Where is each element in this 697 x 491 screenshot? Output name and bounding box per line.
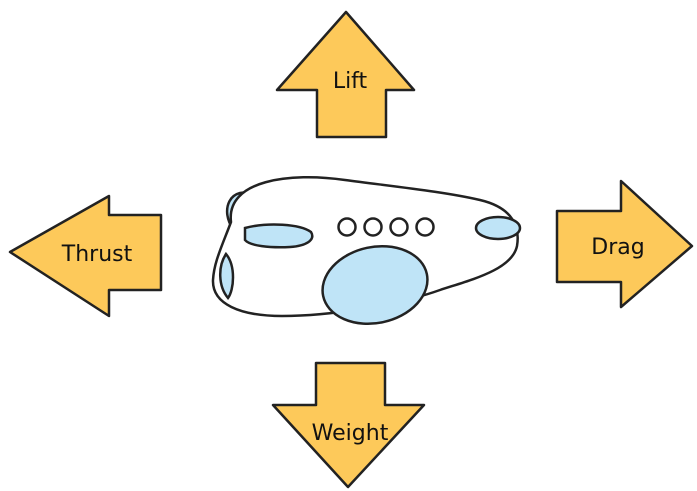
weight-arrow-shape: [271, 361, 426, 489]
nose-cone: [219, 251, 235, 301]
lift-label: Lift: [333, 69, 368, 94]
wing: [321, 244, 429, 326]
airplane-icon: [211, 175, 522, 326]
lift-arrow-shape: [275, 10, 416, 139]
drag-arrow-shape: [555, 179, 694, 309]
lift-arrow: Lift: [275, 10, 416, 139]
cockpit-window: [243, 223, 314, 249]
thrust-arrow: Thrust: [8, 194, 163, 318]
weight-label: Weight: [312, 421, 389, 446]
thrust-arrow-shape: [8, 194, 163, 318]
porthole-1: [337, 217, 357, 237]
drag-label: Drag: [591, 235, 644, 260]
porthole-2: [363, 217, 383, 237]
porthole-4: [415, 217, 435, 237]
weight-arrow: Weight: [271, 361, 426, 489]
thrust-label: Thrust: [61, 242, 133, 267]
porthole-3: [389, 217, 409, 237]
drag-arrow: Drag: [555, 179, 694, 309]
fuselage: [211, 175, 519, 318]
stabilizer: [474, 215, 522, 241]
